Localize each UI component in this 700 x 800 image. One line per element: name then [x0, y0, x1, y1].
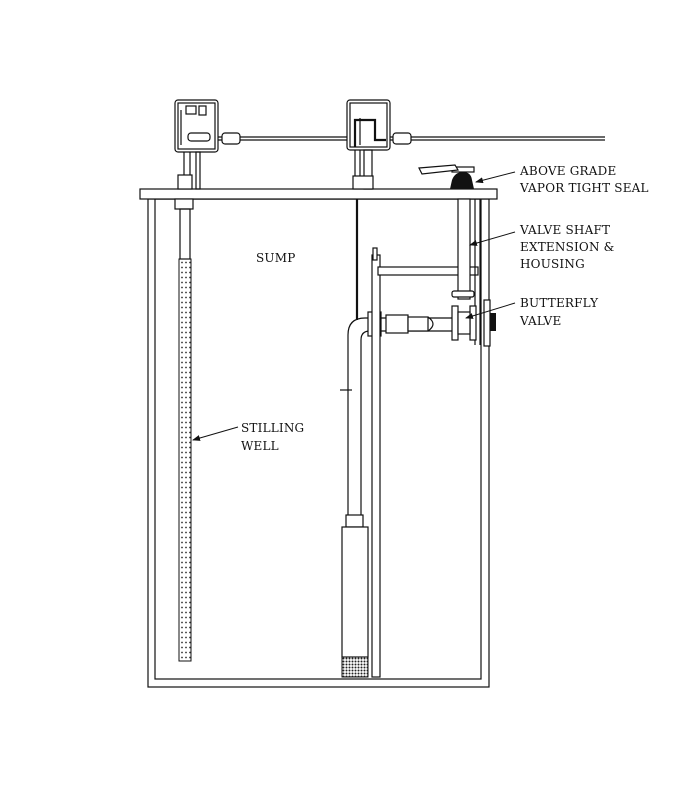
label-well: WELL — [241, 439, 279, 453]
discharge-pipe — [340, 311, 455, 528]
label-stilling: STILLING — [241, 421, 304, 435]
stilling-well — [178, 208, 192, 662]
label-valve-shaft: VALVE SHAFT — [519, 223, 610, 237]
label-sump: SUMP — [256, 251, 296, 265]
label-extension: EXTENSION & — [520, 240, 615, 254]
label-housing: HOUSING — [520, 257, 585, 271]
label-valve: VALVE — [519, 314, 562, 328]
leader-seal — [475, 171, 516, 184]
guide-rod — [371, 247, 381, 678]
top-slab — [139, 188, 498, 200]
leader-shaft — [469, 231, 516, 246]
valve-shaft-extension — [457, 198, 481, 345]
conduit — [218, 132, 605, 145]
label-vapor-tight-seal: VAPOR TIGHT SEAL — [519, 181, 649, 195]
leader-stilling — [192, 426, 239, 441]
support-bracket — [377, 266, 479, 276]
vapor-tight-seal — [418, 164, 475, 189]
leader-butterfly — [465, 302, 516, 319]
pump-control-box — [346, 99, 391, 190]
label-above-grade: ABOVE GRADE — [519, 164, 616, 178]
label-butterfly: BUTTERFLY — [520, 296, 599, 310]
level-control-box — [174, 99, 219, 210]
submersible-pump — [341, 526, 369, 678]
